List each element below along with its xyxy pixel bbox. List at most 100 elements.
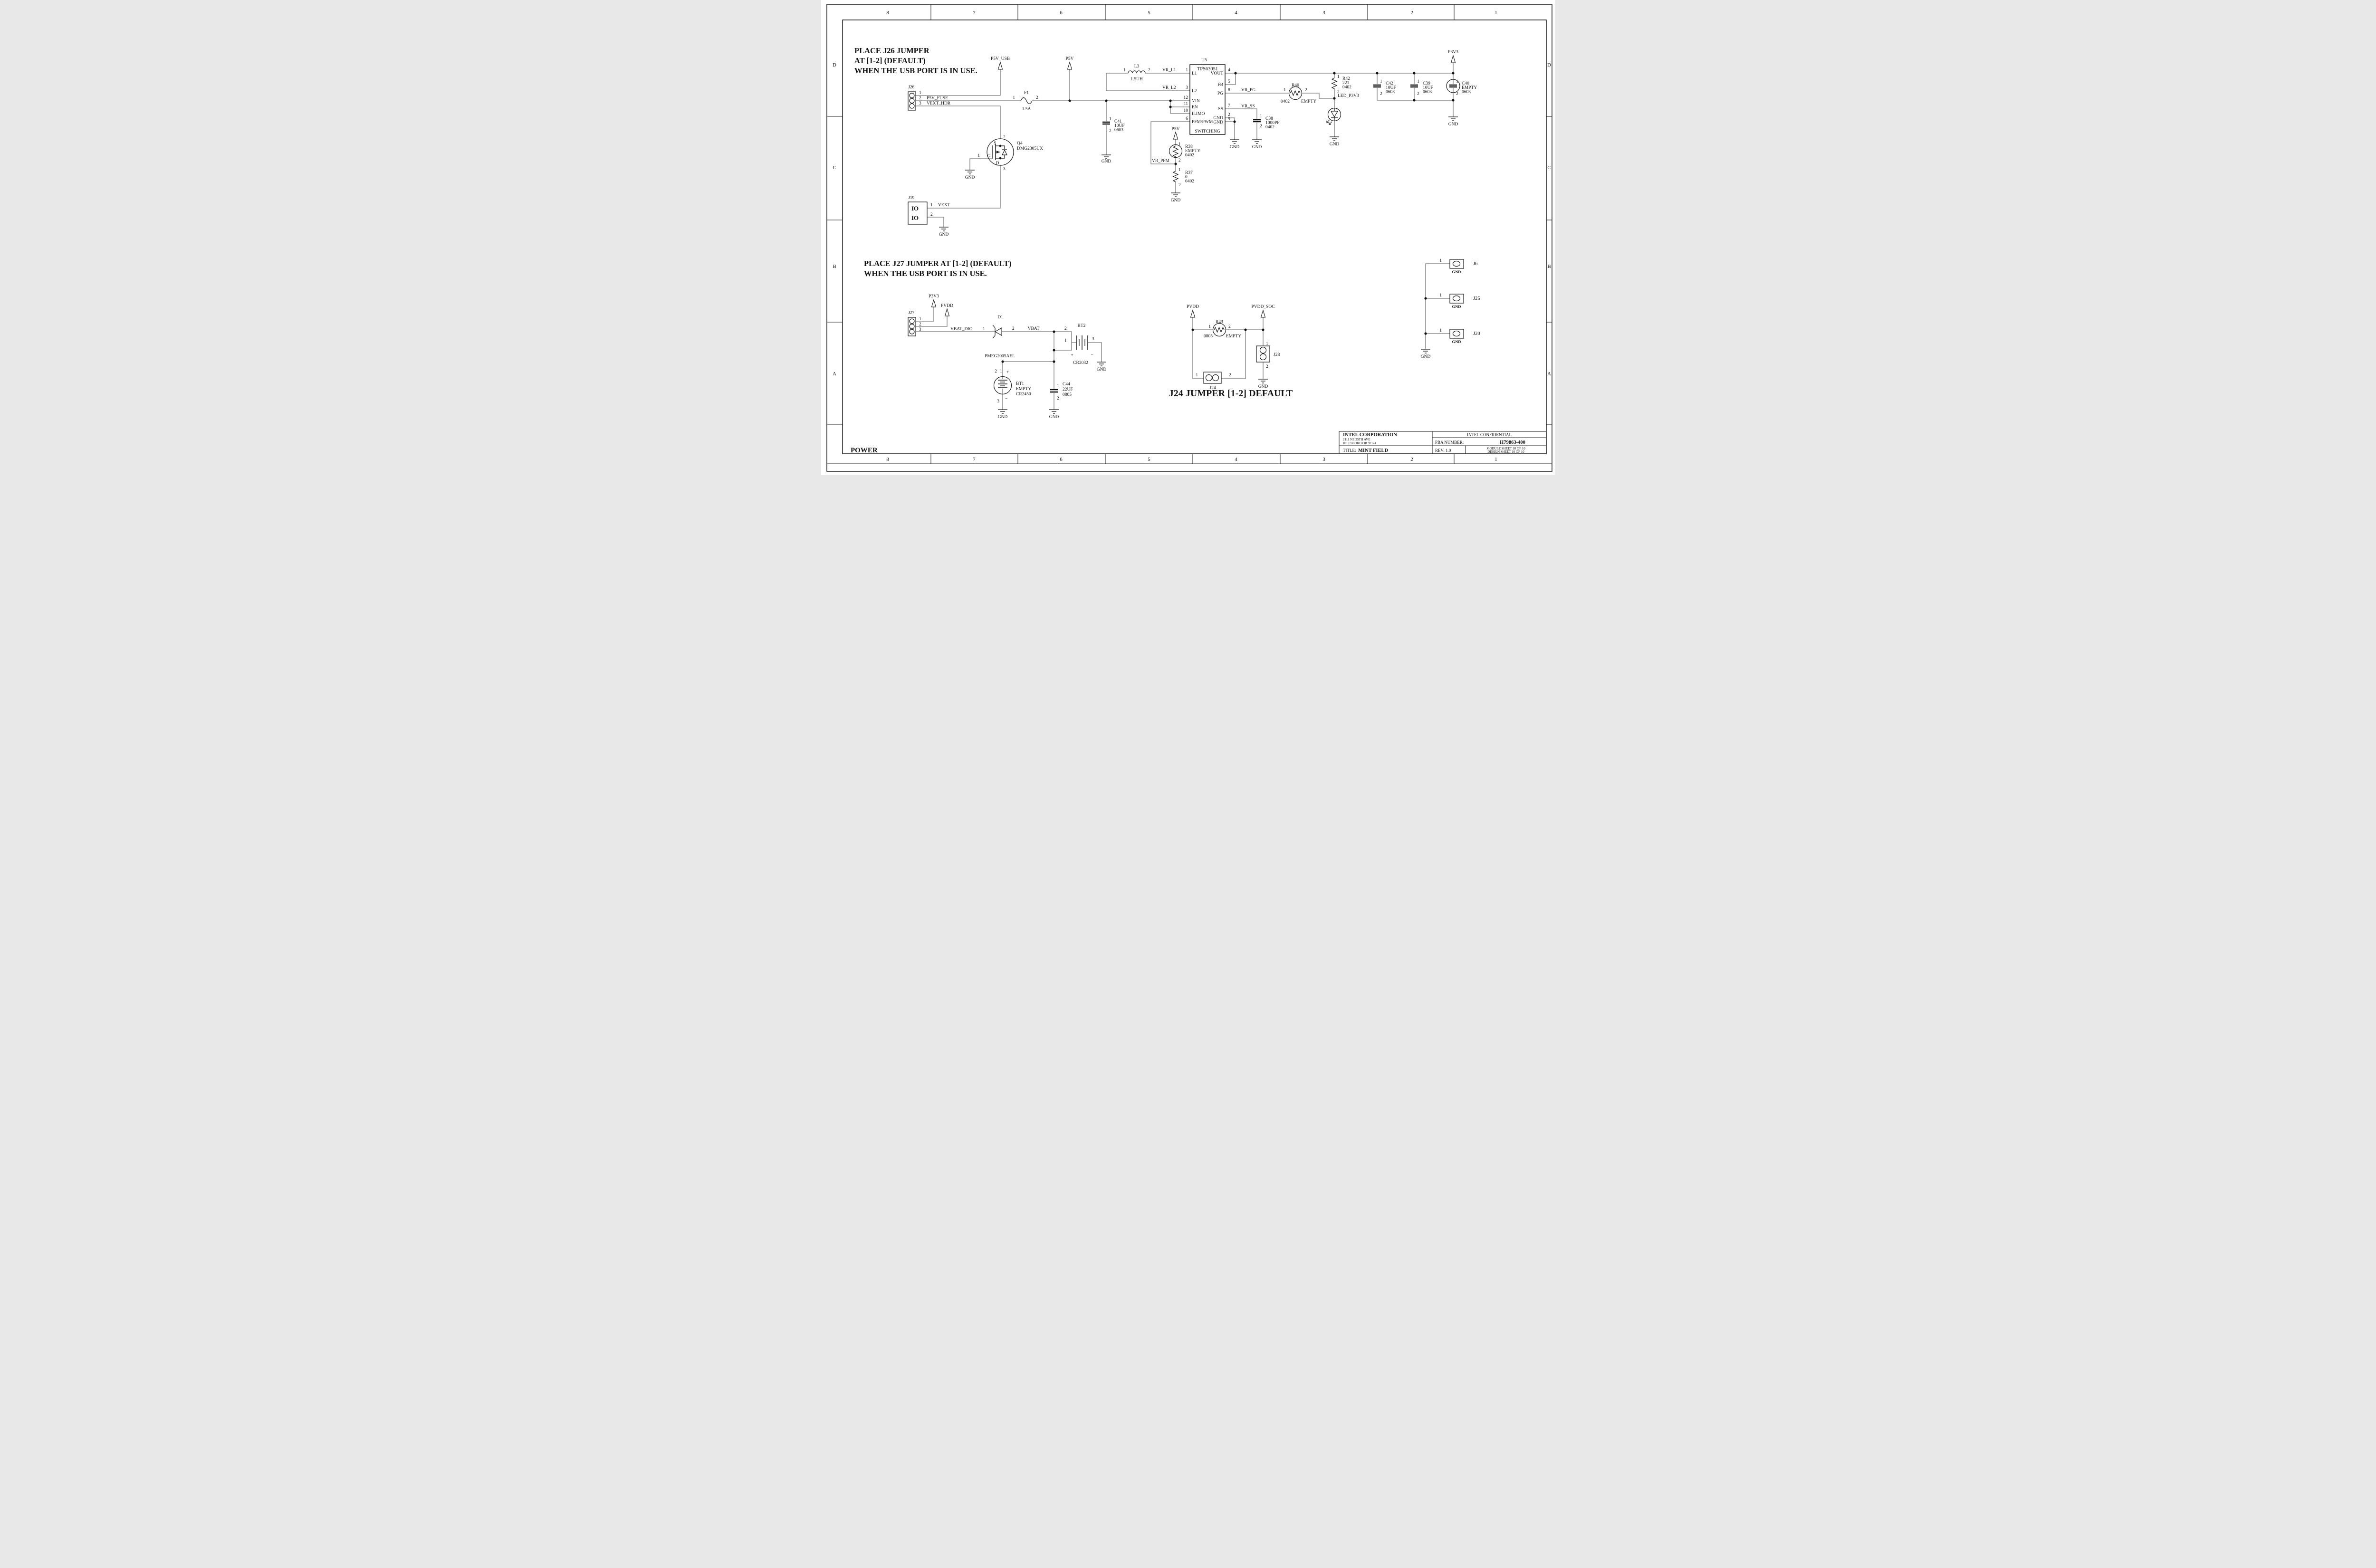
gnd-c44 xyxy=(1049,409,1059,414)
ref-label: BT2 xyxy=(1077,324,1085,328)
c38-capacitor: 1 2 C38 1000PF 0402 xyxy=(1253,114,1280,130)
r42-resistor: 1 2 R42 221 0402 xyxy=(1331,75,1351,95)
p5v-flag-r38: P5V xyxy=(1171,127,1179,140)
pin-number: 2 xyxy=(1228,325,1231,329)
net-label: P5V_FUSE xyxy=(927,96,948,101)
gnd-r37 xyxy=(1170,192,1180,197)
pin-name: GND xyxy=(1452,339,1461,344)
ref-label: J25 xyxy=(1473,296,1480,301)
pin-number: 3 xyxy=(997,399,999,404)
pin-number: 2 xyxy=(1178,158,1181,163)
grid-col: 6 xyxy=(1060,10,1063,16)
pin-number: 3 xyxy=(1003,167,1006,172)
c42-capacitor: 1 2 C42 10UF 0603 xyxy=(1373,79,1396,96)
pin-number: 1 xyxy=(919,91,921,96)
ref-label: J28 xyxy=(1274,353,1280,357)
pin-name: VOUT xyxy=(1210,71,1223,76)
pin-number: 1 xyxy=(1123,68,1126,73)
net-label: PVDD_SOC xyxy=(1251,305,1274,309)
pin-number: 11 xyxy=(1183,102,1188,106)
pin-number: 1 xyxy=(1284,88,1286,93)
pin-number: 2 xyxy=(995,369,997,374)
pin-number: 3 xyxy=(919,101,921,106)
d1-diode: D1 2 PMEG2005AEL xyxy=(985,315,1015,359)
pin-number: 10 xyxy=(1183,108,1188,113)
ref-label: J19 xyxy=(908,196,914,201)
ref-label: L3 xyxy=(1134,64,1139,69)
pin-number: 1 xyxy=(1186,68,1188,73)
pin-number: 1 xyxy=(1417,79,1419,84)
gnd-label: GND xyxy=(939,232,948,237)
pin-number: 1 xyxy=(1178,142,1181,147)
ref-label: J26 xyxy=(908,85,914,90)
bt1-battery: 2 1 + 3 − BT1 EMPTY CR2450 xyxy=(993,369,1031,404)
ref-label: F1 xyxy=(1024,91,1028,96)
grid-col: 1 xyxy=(1495,10,1497,16)
page-title: POWER xyxy=(851,447,878,454)
value-label: 0805 xyxy=(1204,334,1213,339)
grid-row: C xyxy=(833,165,836,171)
gnd-label: GND xyxy=(1252,145,1262,150)
gnd-label: GND xyxy=(1101,159,1111,164)
ref-label: J6 xyxy=(1473,261,1477,267)
net-label: LED_P3V3 xyxy=(1338,94,1359,98)
polarity-label: − xyxy=(1005,397,1007,402)
pin-number: 3 xyxy=(919,327,921,332)
junction-dots xyxy=(999,72,1455,363)
ref-label: R38 xyxy=(1185,144,1193,149)
value-label: 0 xyxy=(1185,175,1188,180)
pin-number: 8 xyxy=(1228,88,1230,93)
value-label: 0603 xyxy=(1462,90,1471,95)
grid-row: D xyxy=(833,62,836,68)
pin-number: 1 xyxy=(1439,258,1442,263)
gnd-label: GND xyxy=(1170,198,1180,203)
pin-number: 2 xyxy=(1012,326,1015,331)
net-label: PVDD xyxy=(1187,305,1199,309)
value-label: 0805 xyxy=(1063,392,1072,397)
gnd-c40 xyxy=(1448,116,1458,121)
module-sheet: MODULE SHEET 10 OF 10 xyxy=(1486,447,1525,450)
value-label: 22UF xyxy=(1063,387,1073,392)
gnd-j19 xyxy=(939,227,948,231)
value-label: 10UF xyxy=(1386,86,1396,90)
c41-capacitor: 1 2 C41 10UF 0603 xyxy=(1102,117,1124,134)
pin-name: VIN xyxy=(1192,99,1200,104)
net-label: VEXT_HDR xyxy=(927,101,951,106)
pin-name: GND xyxy=(1213,120,1223,125)
pin-number: 12 xyxy=(1183,96,1188,100)
pin-number: 4 xyxy=(1228,68,1230,73)
net-label: VR_L2 xyxy=(1162,86,1176,90)
grid-col: 8 xyxy=(886,10,889,16)
pin-name: GND xyxy=(1213,116,1223,121)
power-flags: P5V_USB P5V P3V3 P5V P3V3 PVDD PVDD PVD xyxy=(929,50,1458,318)
ref-label: R42 xyxy=(1342,76,1350,81)
title-label: TITLE: xyxy=(1343,448,1356,453)
pin-number: 2 xyxy=(1380,92,1382,96)
grid-row: C xyxy=(1547,165,1551,171)
confidential-label: INTEL CONFIDENTIAL xyxy=(1467,432,1512,437)
ref-label: R40 xyxy=(1292,83,1299,88)
sheet-title: MINT FIELD xyxy=(1358,448,1389,453)
polarity-label: + xyxy=(1071,353,1073,358)
pin-number: 1 xyxy=(1260,114,1262,119)
pin-number: 1 xyxy=(1439,328,1442,333)
grid-row: A xyxy=(833,371,836,377)
pin-number: 1 xyxy=(1337,75,1340,79)
company-name: INTEL CORPORATION xyxy=(1343,432,1397,438)
grid-col: 2 xyxy=(1410,457,1413,462)
note-line: PLACE J26 JUMPER xyxy=(854,46,930,55)
pin-name: SS xyxy=(1218,107,1223,112)
ref-label: J27 xyxy=(908,311,914,316)
pin-number: 2 xyxy=(1337,90,1340,95)
pin-number: 1 xyxy=(977,153,980,158)
c44-capacitor: 1 2 C44 22UF 0805 xyxy=(1050,382,1073,401)
polarity-label: + xyxy=(1006,370,1009,375)
ref-label: C38 xyxy=(1265,116,1273,121)
pin-number: 2 xyxy=(919,96,921,101)
value-label: 0402 xyxy=(1342,85,1351,90)
value-label: 1000PF xyxy=(1265,121,1280,125)
c39-capacitor: 1 2 C39 10UF 0603 xyxy=(1410,79,1433,96)
pvdd-flag-r43: PVDD xyxy=(1187,305,1199,318)
grid-col: 5 xyxy=(1148,457,1150,462)
note-line: WHEN THE USB PORT IS IN USE. xyxy=(854,66,977,75)
